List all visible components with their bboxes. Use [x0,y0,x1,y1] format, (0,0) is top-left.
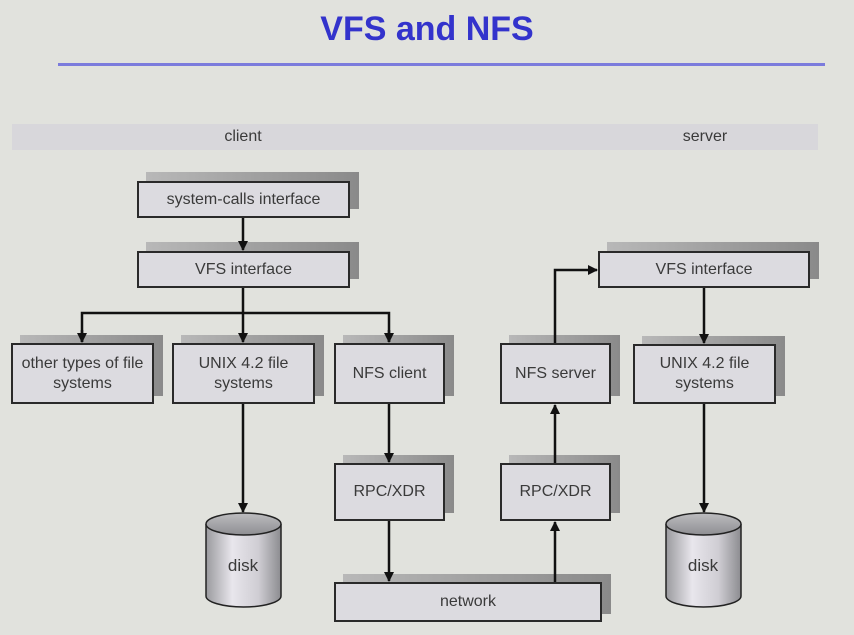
client-column-label: client [224,128,262,145]
server-disk-icon [665,512,742,608]
client-other-fs-box: other types of file systems [11,343,154,404]
server-column-label: server [682,128,728,145]
server-unix-fs-box: UNIX 4.2 file systems [633,344,776,404]
client-syscalls-interface-box: system-calls interface [137,181,350,218]
vfs-branch-line [80,311,391,342]
column-header-band [12,124,818,150]
nfs-server-box: NFS server [500,343,611,404]
network-box: network [334,582,602,622]
server-vfs-interface-box: VFS interface [598,251,810,288]
client-disk-icon [205,512,282,608]
client-rpc-xdr-box: RPC/XDR [334,463,445,521]
arrow-nfs-server-to-vfs [553,265,598,343]
client-unix-fs-box: UNIX 4.2 file systems [172,343,315,404]
server-rpc-xdr-box: RPC/XDR [500,463,611,521]
title-underline [58,63,825,66]
client-disk-label: disk [227,556,259,575]
nfs-client-box: NFS client [334,343,445,404]
server-disk-label: disk [687,556,719,575]
client-vfs-interface-box: VFS interface [137,251,350,288]
slide-title: VFS and NFS [320,10,534,48]
